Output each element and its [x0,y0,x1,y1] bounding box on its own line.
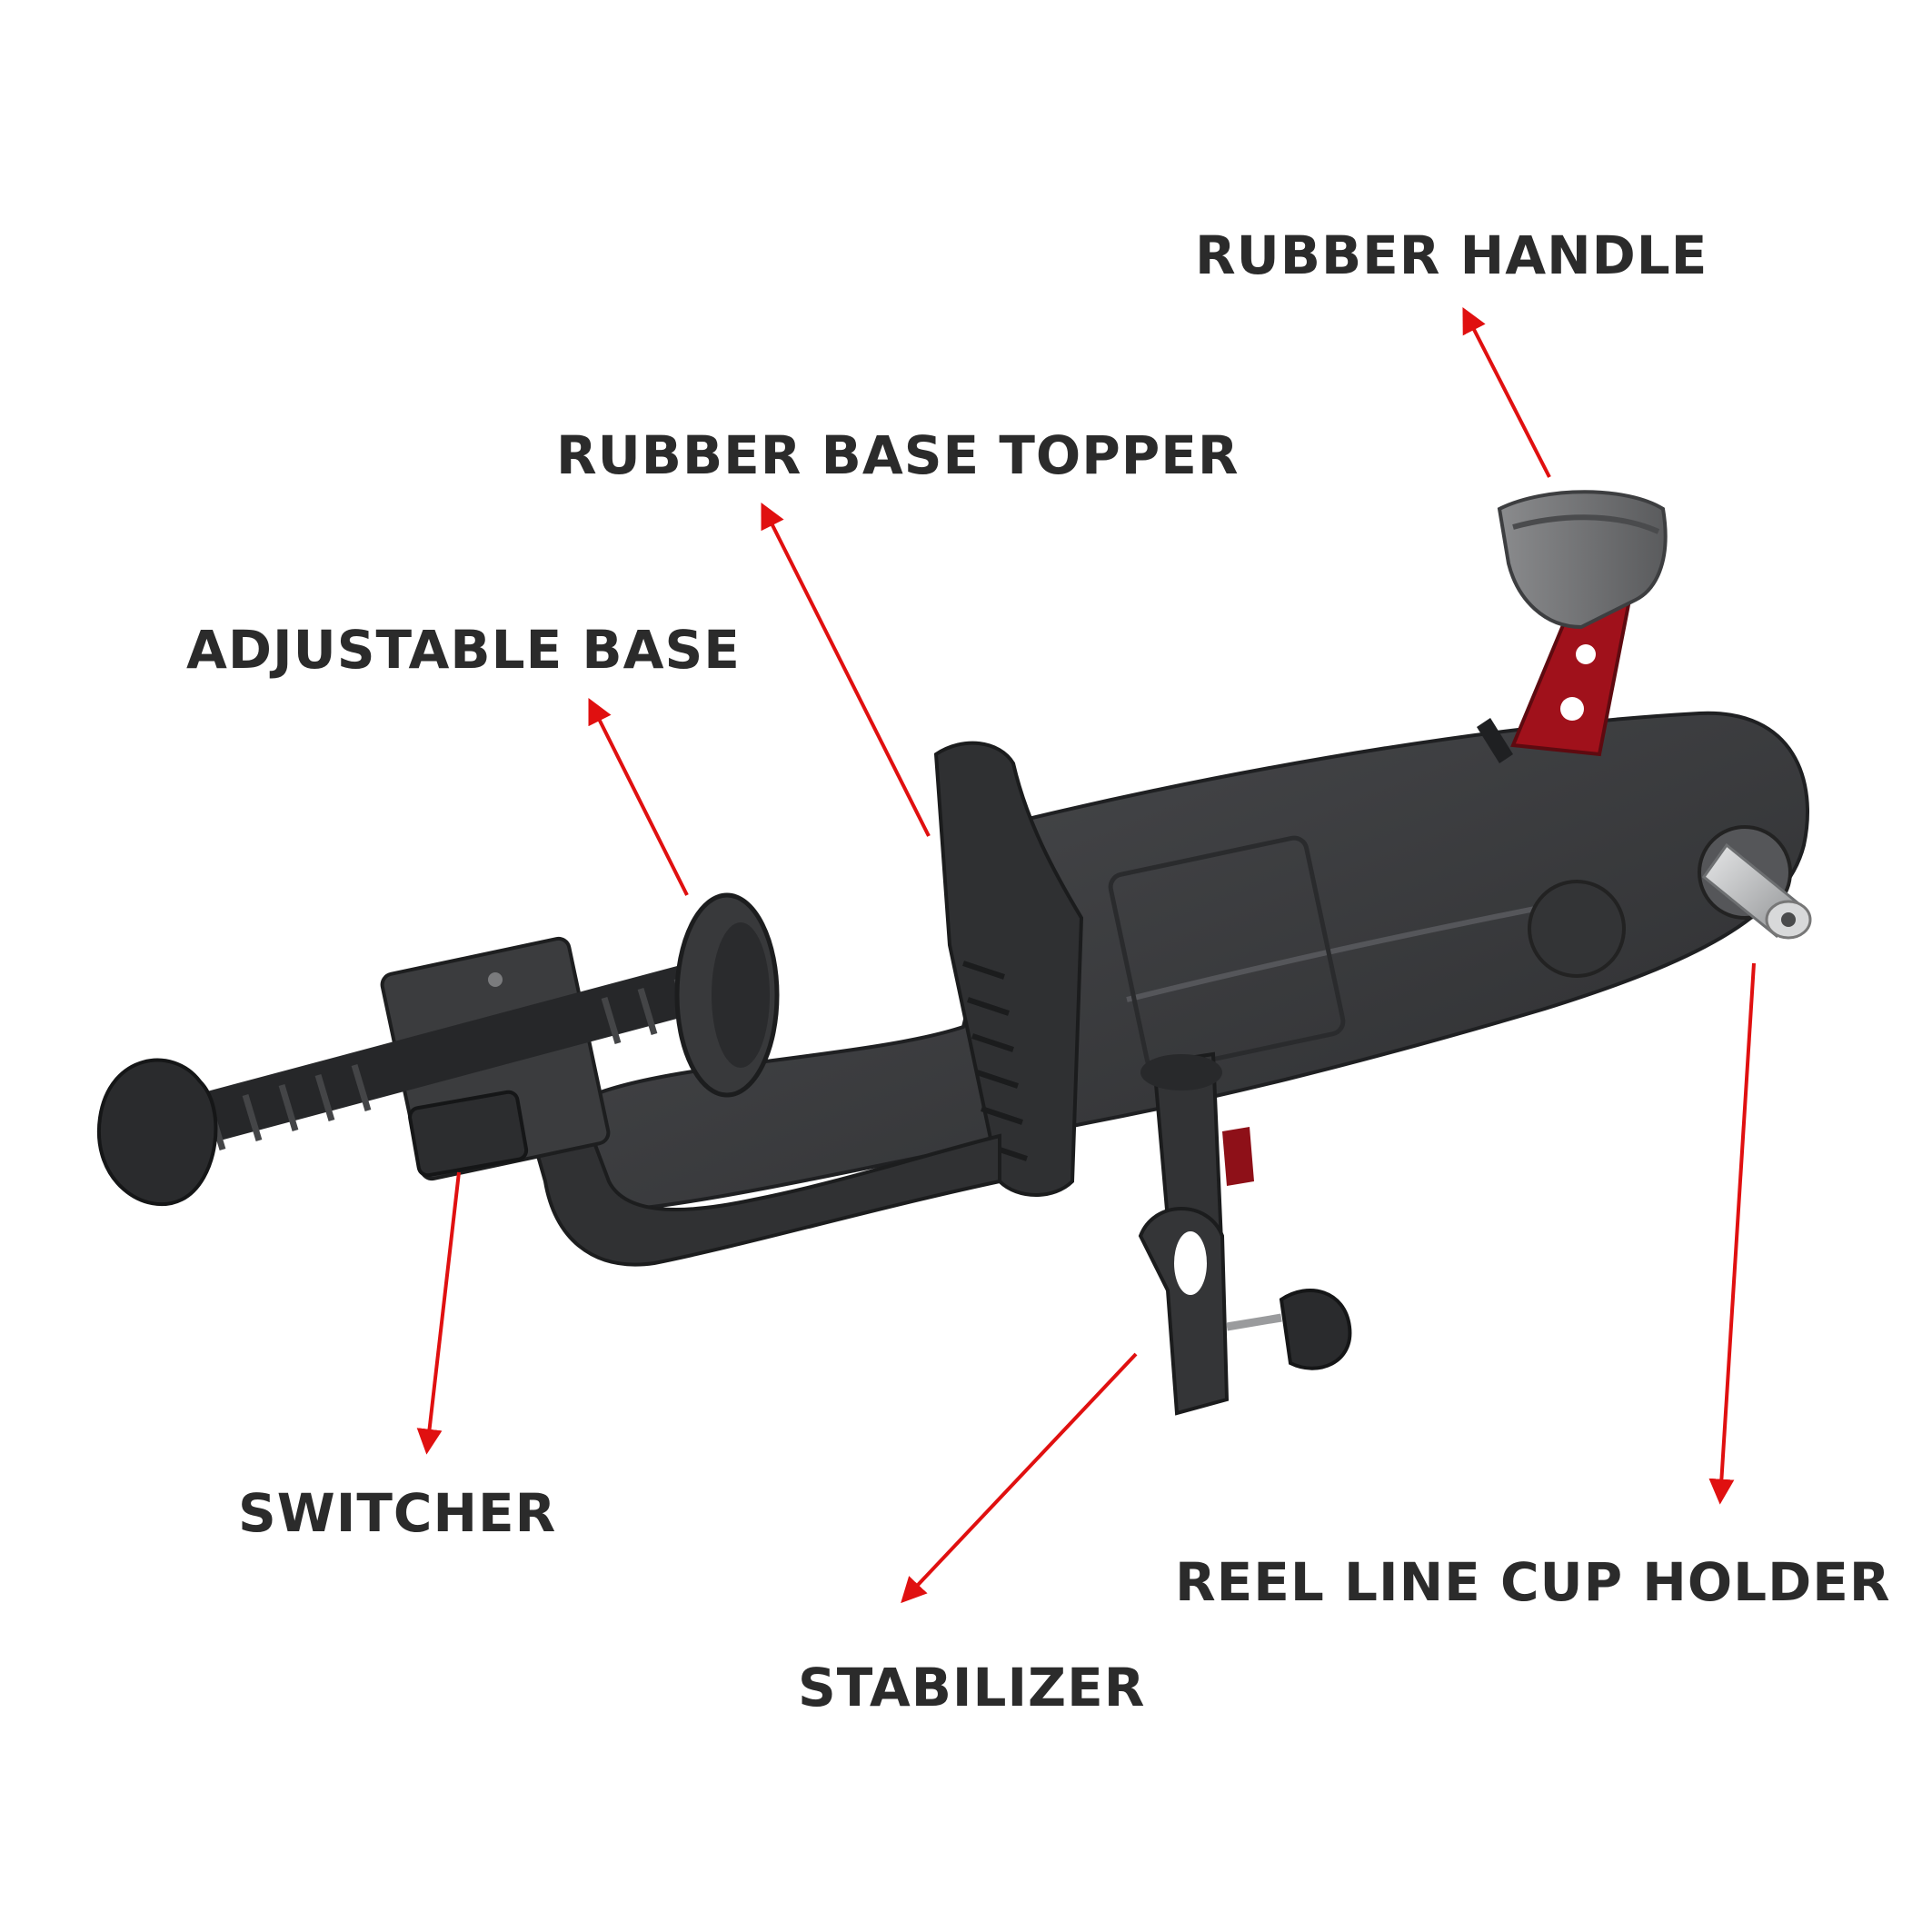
clamp-screw-head-1 [488,972,503,987]
clamp-opening [1174,1231,1207,1295]
cup-holder-shaft [1698,825,1812,940]
plate-button [1528,880,1626,978]
stabilizer-collar [1140,1054,1222,1090]
stabilizer-screw [1226,1313,1282,1331]
star-knob [96,1058,218,1206]
label-rubber-handle: RUBBER HANDLE [1195,224,1708,286]
handle-arm-hole-2 [1560,697,1584,721]
arrow-switcher [416,1171,461,1455]
handle-assembly [1477,490,1668,763]
clamp-assembly [96,892,780,1206]
arrow-stabilizer [901,1352,1138,1604]
handle-latch [1477,718,1513,763]
grip-band [1512,514,1660,534]
threaded-rod [147,956,743,1152]
switcher-lever [408,1090,529,1178]
label-rubber-base-topper: RUBBER BASE TOPPER [556,424,1240,486]
arrow-adjustable-base [588,697,689,896]
plate-recess [1108,835,1346,1073]
rubber-grip [1497,490,1668,630]
callout-arrows [416,307,1756,1604]
stabilizer-assembly [1138,1051,1352,1416]
arrow-rubber-handle [1462,307,1551,478]
stabilizer-knob [1279,1289,1352,1370]
base-topper [933,741,1084,1197]
shaft-bore [1781,912,1796,927]
plate-bevel [1126,897,1582,1002]
red-accent [1222,1127,1254,1186]
label-reel-line-cup-holder: REEL LINE CUP HOLDER [1175,1551,1891,1613]
label-stabilizer: STABILIZER [798,1657,1146,1718]
arrow-reel-line-cup-holder [1708,962,1756,1505]
label-adjustable-base: ADJUSTABLE BASE [186,619,741,681]
handle-arm-hole-1 [1576,644,1596,664]
label-switcher: SWITCHER [238,1482,557,1544]
pressure-pad-face [712,922,770,1068]
topper-ridges [962,961,1028,1161]
arrow-rubber-base-topper [761,502,931,837]
